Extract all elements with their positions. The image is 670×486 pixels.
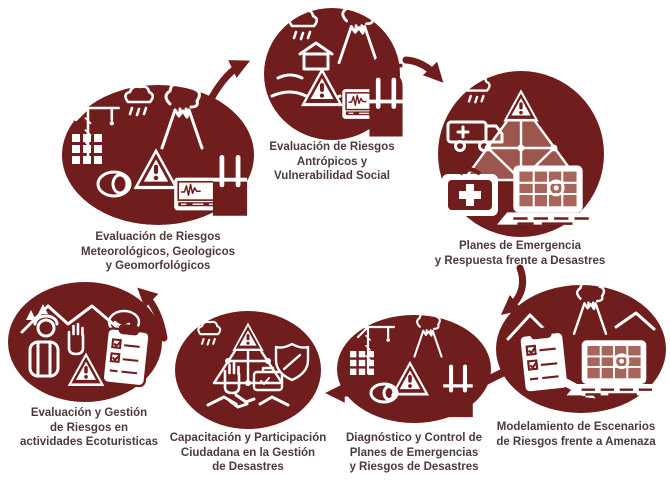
node-riesgos-meteorologicos [58, 82, 258, 228]
briefcase-icon [252, 366, 284, 392]
handshake-icon [206, 393, 290, 409]
label-modelamiento-escenarios: Modelamiento de Escenarios de Riesgos fr… [478, 420, 670, 449]
label-line: Meteorológicos, Geologicos [81, 245, 235, 258]
label-line: Planes de Emergencias [349, 446, 479, 459]
label-line: actividades Ecoturisticas [19, 436, 159, 448]
mountains-icon [20, 304, 120, 334]
label-ecoturismo: Evaluación y Gestión de Riesgos en activ… [0, 406, 178, 450]
illustration-planes-emergencia [438, 71, 604, 237]
network-lines-icon [212, 329, 284, 386]
label-line: Planes de Emergencia [458, 240, 582, 252]
label-line: Capacitación y Participación [169, 432, 327, 444]
illustration-capacitacion-ciudadana [175, 311, 321, 429]
mountains-icon [506, 311, 656, 341]
label-riesgos-antropicos: Evaluación de Riesgos Antrópicos y Vulne… [242, 140, 422, 184]
checklist-clipboard-icon [101, 321, 152, 388]
field-worker-icon [441, 342, 475, 419]
label-line: Evaluación y Gestión [30, 407, 148, 419]
node-ecoturismo [4, 280, 166, 404]
trees-icon [26, 304, 48, 320]
bold-word: Desastres [550, 254, 606, 267]
label-diagnostico-control: Diagnóstico y Control de Planes de Emerg… [328, 431, 500, 475]
label-line: Evaluación de Riesgos [95, 231, 221, 243]
node-modelamiento-escenarios [492, 283, 670, 417]
shield-icon [274, 342, 310, 382]
label-line: de Riesgos frente a Amenaza [496, 435, 656, 448]
field-worker-icon [210, 129, 250, 218]
node-capacitacion-ciudadana [172, 309, 324, 431]
label-line: de Riesgos en [50, 421, 128, 434]
house-icon [298, 41, 334, 71]
label-capacitacion-ciudadana: Capacitación y Participación Ciudadana e… [160, 431, 336, 475]
label-line: y Geomorfológicos [105, 260, 211, 272]
hiker-backpack-icon [28, 314, 60, 378]
illustration-modelamiento-escenarios [496, 283, 666, 413]
label-line: Modelamiento de Escenarios [496, 421, 656, 433]
illustration-ecoturismo [8, 282, 162, 402]
label-line: de Desastres [212, 461, 284, 473]
building-icon [350, 351, 374, 375]
node-planes-emergencia [426, 68, 616, 238]
megaphone-icon [369, 382, 399, 404]
ambulance-icon [446, 120, 504, 152]
label-line: Evaluación de Riesgos [269, 141, 395, 153]
illustration-diagnostico-control [337, 313, 491, 423]
label-line: Vulnerabilidad Social [274, 170, 390, 182]
label-line: y Riesgos de Desastres [349, 461, 479, 473]
label-planes-emergencia: Planes de Emergencia y Respuesta frente … [408, 239, 632, 268]
illustration-riesgos-antropicos [264, 4, 404, 140]
label-line: Diagnóstico y Control de [345, 432, 483, 444]
field-worker-icon [367, 52, 404, 139]
label-riesgos-meteorologicos: Evaluación de Riesgos Meteorológicos, Ge… [48, 230, 268, 274]
node-diagnostico-control [334, 313, 494, 425]
node-riesgos-antropicos [260, 4, 404, 144]
label-line: Antrópicos y [296, 155, 368, 168]
landslide-drum-icon [96, 170, 132, 198]
label-line: Ciudadana en la Gestión [180, 446, 316, 459]
building-icon [72, 134, 102, 164]
first-aid-kit-icon [442, 167, 498, 216]
illustration-riesgos-meteorologicos [62, 82, 254, 225]
